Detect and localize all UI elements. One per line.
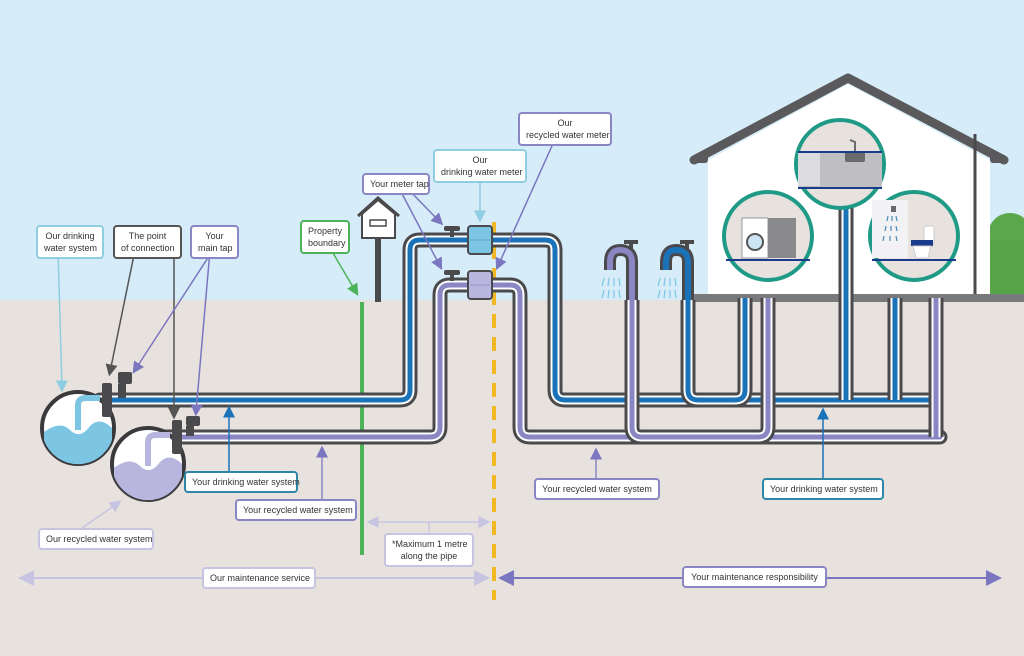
riser-recycled-laundry bbox=[757, 298, 776, 445]
label-your-drinking-water-system-left: Your drinking water system bbox=[184, 471, 300, 493]
water-meter-icon bbox=[467, 225, 493, 300]
bathroom-circle bbox=[868, 190, 960, 282]
recycled-reservoir-icon bbox=[110, 426, 186, 502]
kitchen-circle bbox=[794, 118, 886, 210]
label-your-drinking-water-system-right: Your drinking water system bbox=[762, 478, 884, 500]
label-your-recycled-water-system-right: Your recycled water system bbox=[534, 478, 660, 500]
riser-drinking-laundry bbox=[734, 298, 753, 408]
laundry-circle bbox=[722, 190, 814, 282]
point-of-connection-fittings bbox=[102, 372, 200, 454]
riser-garden-recycled bbox=[624, 300, 643, 445]
washing-machine-icon bbox=[741, 217, 796, 259]
bush-icon bbox=[980, 213, 1024, 300]
drinking-reservoir-icon bbox=[40, 390, 116, 466]
toilet-icon bbox=[911, 225, 935, 259]
garden-tap-icon bbox=[601, 240, 694, 430]
label-your-recycled-water-system-left: Your recycled water system bbox=[235, 499, 357, 521]
meter-tap-icon bbox=[444, 226, 460, 281]
kitchen-sink-icon bbox=[798, 139, 882, 188]
label-your-meter-tap: Your meter tap bbox=[362, 173, 430, 195]
label-our-recycled-water-system: Our recycled water system bbox=[38, 528, 154, 550]
shower-icon bbox=[882, 206, 898, 242]
letterbox-icon bbox=[356, 196, 400, 302]
riser-garden-drinking bbox=[680, 300, 699, 408]
label-our-maintenance-service: Our maintenance service bbox=[202, 567, 316, 589]
label-your-maintenance-responsibility: Your maintenance responsibility bbox=[682, 566, 827, 588]
